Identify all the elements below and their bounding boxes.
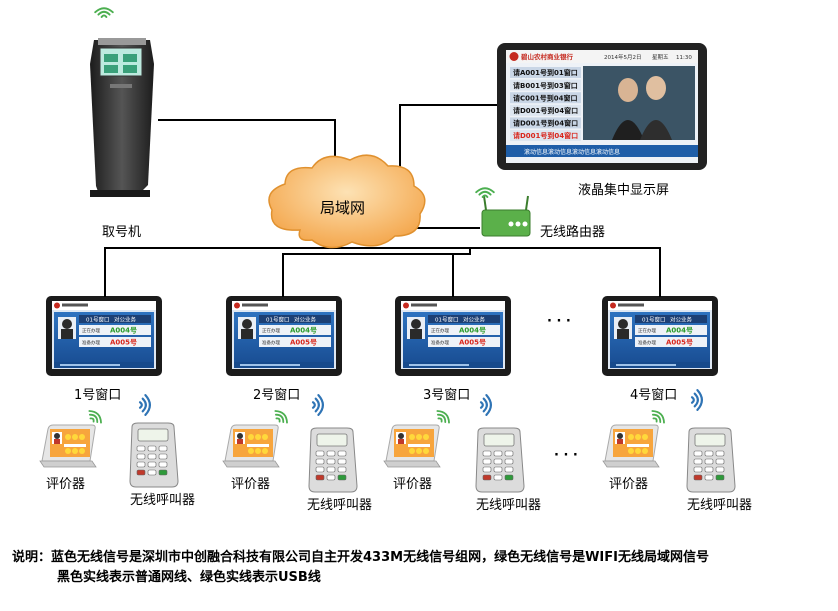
disp-ticker: 滚动信息滚动信息滚动信息滚动信息: [524, 148, 620, 156]
window-label-2: 2号窗口: [253, 388, 301, 403]
pager-label-1: 无线呼叫器: [130, 493, 196, 508]
queue-line: 请D001号到04窗口: [513, 119, 578, 128]
evaluator-3: [383, 424, 441, 468]
window-monitor-3: [395, 296, 511, 376]
evaluator-label-2: 评价器: [231, 477, 271, 492]
queue-line: 请D001号到04窗口: [513, 106, 578, 115]
kiosk-label: 取号机: [102, 225, 142, 240]
evaluator-2: [222, 424, 280, 468]
evaluator-label-4: 评价器: [609, 477, 649, 492]
note-line-1: 说明：蓝色无线信号是深圳市中创融合科技有限公司自主开发433M无线信号组网，绿色…: [12, 550, 709, 565]
evaluator-wifi-icon: [648, 407, 668, 427]
window-label-1: 1号窗口: [74, 388, 122, 403]
queue-line: 请A001号到01窗口: [513, 68, 578, 77]
evaluator-wifi-icon: [271, 407, 291, 427]
wireless-pager-2: [308, 427, 358, 493]
wireless-pager-3: [475, 427, 525, 493]
evaluator-label-3: 评价器: [393, 477, 433, 492]
evaluator-wifi-icon: [433, 407, 453, 427]
queue-line: 请D001号到04窗口: [513, 131, 578, 140]
disp-bank: 碧山农村商业银行: [520, 52, 574, 61]
pager-wifi-icon: [690, 389, 703, 411]
note-line-2: 黑色实线表示普通网线、绿色实线表示USB线: [57, 570, 321, 585]
queue-line: 请C001号到04窗口: [513, 93, 578, 102]
central-display: 碧山农村商业银行 2014年5月2日 星期五 11:30 请A001号到01窗口…: [497, 43, 707, 170]
disp-date: 2014年5月2日: [604, 53, 642, 61]
window-monitor-1: [46, 296, 162, 376]
ellipsis-bottom: · · ·: [554, 448, 578, 463]
ticket-kiosk: [90, 38, 154, 197]
queue-line: 请B001号到03窗口: [513, 81, 578, 90]
disp-weekday: 星期五: [652, 54, 669, 61]
ellipsis-top: · · ·: [547, 314, 571, 329]
lan-label: 局域网: [320, 199, 366, 217]
pager-wifi-icon: [138, 394, 151, 416]
router-label: 无线路由器: [540, 225, 606, 240]
window-monitor-2: [226, 296, 342, 376]
window-monitor-4: [602, 296, 718, 376]
wireless-pager-4: [686, 427, 736, 493]
wireless-pager-1: [129, 422, 179, 488]
evaluator-4: [602, 424, 660, 468]
evaluator-label-1: 评价器: [46, 477, 86, 492]
disp-time: 11:30: [676, 55, 692, 61]
evaluator-wifi-icon: [85, 407, 105, 427]
window-label-3: 3号窗口: [423, 388, 471, 403]
wifi-router: [475, 187, 531, 237]
pager-label-4: 无线呼叫器: [687, 498, 753, 513]
evaluator-1: [39, 424, 97, 468]
pager-label-3: 无线呼叫器: [476, 498, 542, 513]
pager-label-2: 无线呼叫器: [307, 498, 373, 513]
kiosk-wifi-icon: [94, 7, 114, 18]
lan-cloud: [268, 154, 426, 249]
display-label: 液晶集中显示屏: [578, 183, 670, 198]
pager-wifi-icon: [479, 394, 492, 416]
pager-wifi-icon: [311, 394, 324, 416]
window-label-4: 4号窗口: [630, 388, 678, 403]
